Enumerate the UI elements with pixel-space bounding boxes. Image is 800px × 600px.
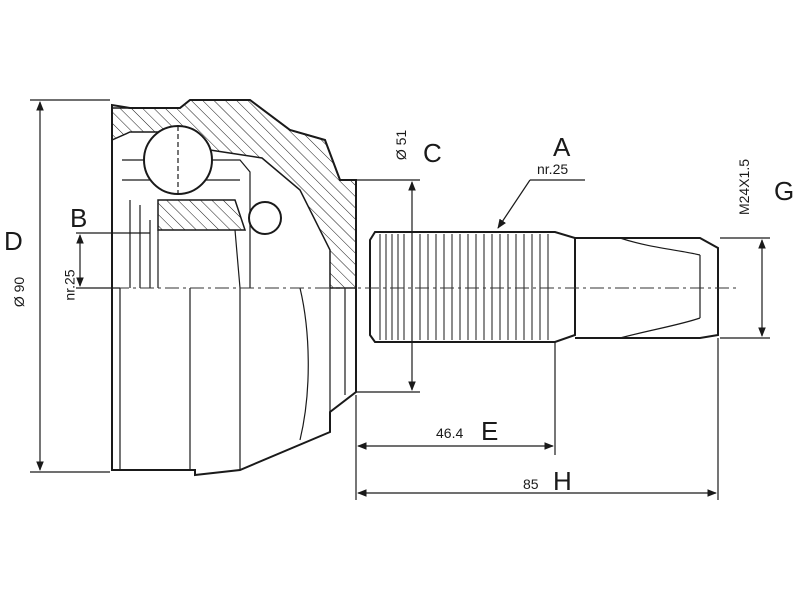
label-inner-spline: nr.25 (61, 269, 78, 301)
label-d: D (4, 226, 23, 256)
label-h: H (553, 466, 572, 496)
label-outer-diameter: Ø 90 (11, 276, 28, 308)
label-c: C (423, 138, 442, 168)
label-outer-spline: nr.25 (537, 161, 569, 177)
housing-section-hatch (111, 99, 357, 289)
threaded-end-detail (619, 237, 701, 339)
housing-lower-lines (119, 287, 346, 470)
label-a: A (553, 132, 571, 162)
inner-race-hatch (157, 199, 247, 231)
label-g: G (774, 176, 795, 206)
threaded-end (575, 237, 719, 339)
spline-ridges (379, 234, 549, 340)
label-thread: M24X1.5 (736, 158, 753, 216)
label-total-length: 85 (523, 476, 539, 492)
label-bearing-diameter: Ø 51 (393, 129, 410, 161)
label-b: B (70, 203, 88, 233)
label-spline-length: 46.4 (436, 425, 464, 441)
splined-shaft (369, 231, 576, 343)
leader-a (497, 179, 531, 229)
label-e: E (481, 416, 499, 446)
small-ball (248, 201, 282, 235)
